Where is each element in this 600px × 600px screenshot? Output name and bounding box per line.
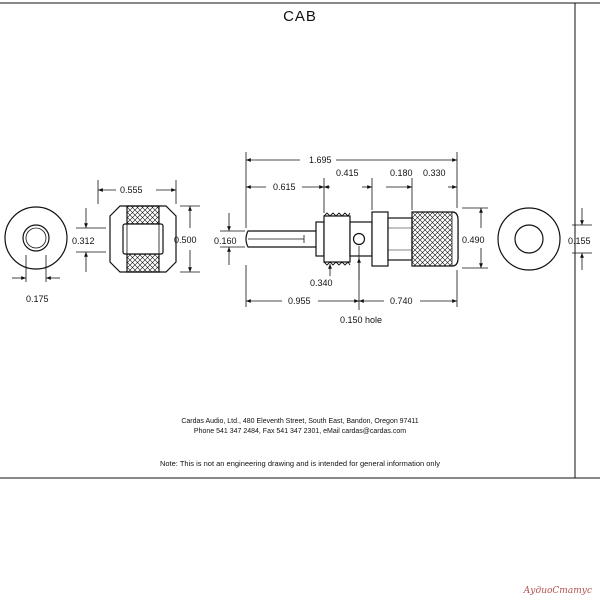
watermark-logo: АудиоСтатус <box>523 586 592 596</box>
nut-bore-dim <box>76 208 106 272</box>
overall-length-dim <box>245 152 458 228</box>
left-washer <box>4 206 68 270</box>
small-section-label: 0.180 <box>390 168 413 178</box>
mid-section-label: 0.415 <box>336 168 359 178</box>
washer-left-bore-dim <box>12 255 60 282</box>
hole-label: 0.150 hole <box>340 315 382 325</box>
nut-bore-label: 0.312 <box>72 236 95 246</box>
overall-length-label: 1.695 <box>309 155 332 165</box>
nut-diameter-dim <box>180 205 200 273</box>
thread-diameter-label: 0.340 <box>310 278 333 288</box>
nut-length-label: 0.555 <box>120 185 143 195</box>
body-diameter-label: 0.490 <box>462 235 485 245</box>
washer-right-bore-label: 0.155 <box>568 236 591 246</box>
nut-length-dim <box>97 180 177 204</box>
right-section-label: 0.330 <box>423 168 446 178</box>
drawing-title: CAB <box>283 8 317 25</box>
banana-connector <box>245 211 459 267</box>
right-washer <box>497 207 561 271</box>
lower-dims <box>245 246 458 310</box>
knurled-nut <box>109 205 177 273</box>
pin-diameter-dim <box>220 213 245 265</box>
section-dims <box>246 178 457 213</box>
pin-diameter-label: 0.160 <box>214 236 237 246</box>
footer-contact: Phone 541 347 2484, Fax 541 347 2301, eM… <box>193 428 407 435</box>
footer-address: Cardas Audio, Ltd., 480 Eleventh Street,… <box>181 418 419 425</box>
nut-diameter-label: 0.500 <box>174 235 197 245</box>
body-diameter-dim <box>462 207 488 269</box>
lower-left-label: 0.955 <box>288 296 311 306</box>
washer-right-bore-dim <box>572 208 592 270</box>
lower-right-label: 0.740 <box>390 296 413 306</box>
washer-left-bore-label: 0.175 <box>26 294 49 304</box>
disclaimer-note: Note: This is not an engineering drawing… <box>159 459 441 468</box>
left-section-label: 0.615 <box>273 182 296 192</box>
